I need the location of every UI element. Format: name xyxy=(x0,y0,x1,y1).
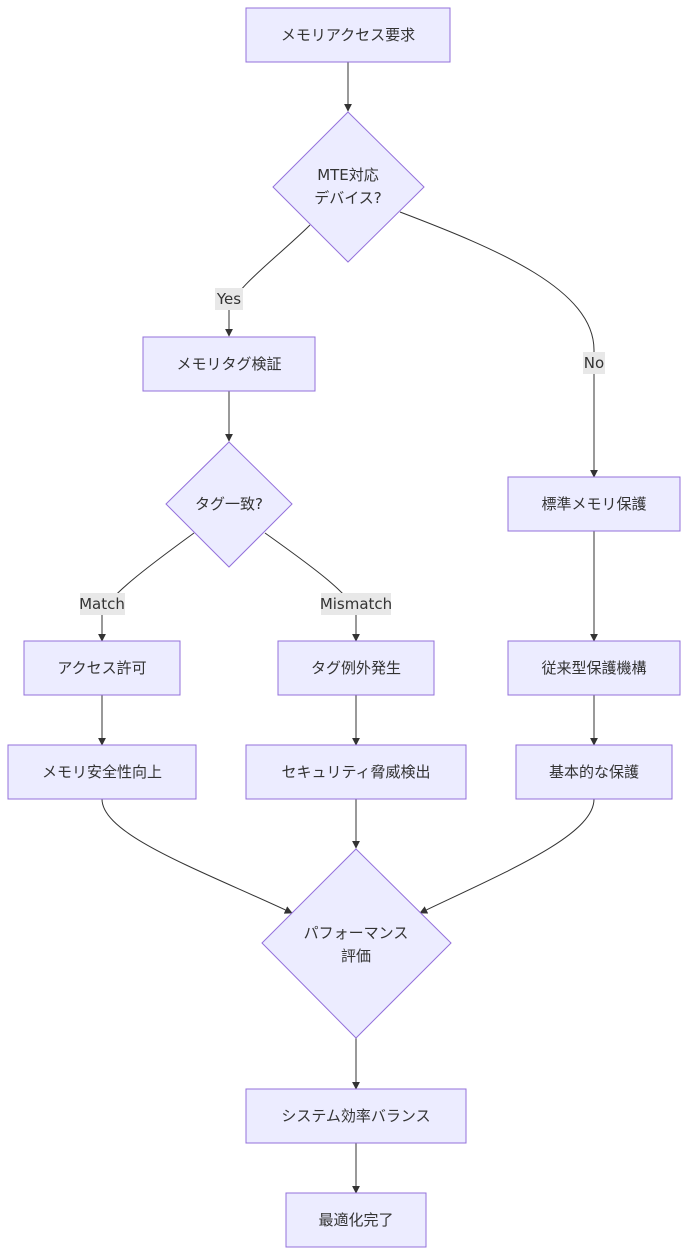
node-basic: 基本的な保護 xyxy=(515,744,673,800)
edge-labels: Yes No Match Mismatch xyxy=(79,288,605,615)
edge-mte-yes xyxy=(225,224,311,337)
node-tag-verify: メモリタグ検証 xyxy=(142,336,316,392)
node-start: メモリアクセス要求 xyxy=(245,7,451,63)
node-basic-label: 基本的な保護 xyxy=(549,763,639,781)
edge-label-mismatch: Mismatch xyxy=(320,595,392,613)
node-tag-exception-label: タグ例外発生 xyxy=(311,659,401,677)
node-perf-label-1: パフォーマンス xyxy=(304,924,409,942)
node-mte-label-1: MTE対応 xyxy=(317,166,379,184)
edge-mismatch xyxy=(264,532,360,642)
node-tag-match-label: タグ一致? xyxy=(195,495,263,513)
edges xyxy=(98,62,598,1194)
node-threat-detect: セキュリティ脅威検出 xyxy=(245,744,467,800)
node-perf-label-2: 評価 xyxy=(341,947,371,965)
node-tag-verify-label: メモリタグ検証 xyxy=(176,355,281,373)
node-tag-exception: タグ例外発生 xyxy=(277,640,435,696)
node-mem-safety: メモリ安全性向上 xyxy=(7,744,197,800)
node-legacy: 従来型保護機構 xyxy=(507,640,681,696)
node-std-protect: 標準メモリ保護 xyxy=(507,476,681,532)
node-access-ok-label: アクセス許可 xyxy=(57,659,146,677)
edge-basic-to-perf xyxy=(419,798,595,914)
node-done-label: 最適化完了 xyxy=(318,1211,393,1229)
node-balance: システム効率バランス xyxy=(245,1088,467,1144)
node-done: 最適化完了 xyxy=(285,1192,427,1248)
node-mte-label-2: デバイス? xyxy=(314,189,382,207)
node-tag-match-decision: タグ一致? xyxy=(165,441,293,568)
edge-label-yes: Yes xyxy=(216,290,241,308)
node-perf-decision: パフォーマンス 評価 xyxy=(261,848,452,1039)
node-std-protect-label: 標準メモリ保護 xyxy=(541,495,646,513)
edge-mte-no xyxy=(399,211,598,478)
node-start-label: メモリアクセス要求 xyxy=(281,26,415,44)
node-threat-detect-label: セキュリティ脅威検出 xyxy=(281,763,430,781)
node-mte-decision: MTE対応 デバイス? xyxy=(272,111,425,263)
node-balance-label: システム効率バランス xyxy=(281,1107,430,1125)
node-access-ok: アクセス許可 xyxy=(23,640,181,696)
edge-label-match: Match xyxy=(79,595,125,613)
node-mem-safety-label: メモリ安全性向上 xyxy=(42,763,162,781)
node-legacy-label: 従来型保護機構 xyxy=(541,659,646,677)
edge-label-no: No xyxy=(584,354,604,372)
edge-safety-to-perf xyxy=(101,798,293,914)
edge-match xyxy=(98,532,195,642)
